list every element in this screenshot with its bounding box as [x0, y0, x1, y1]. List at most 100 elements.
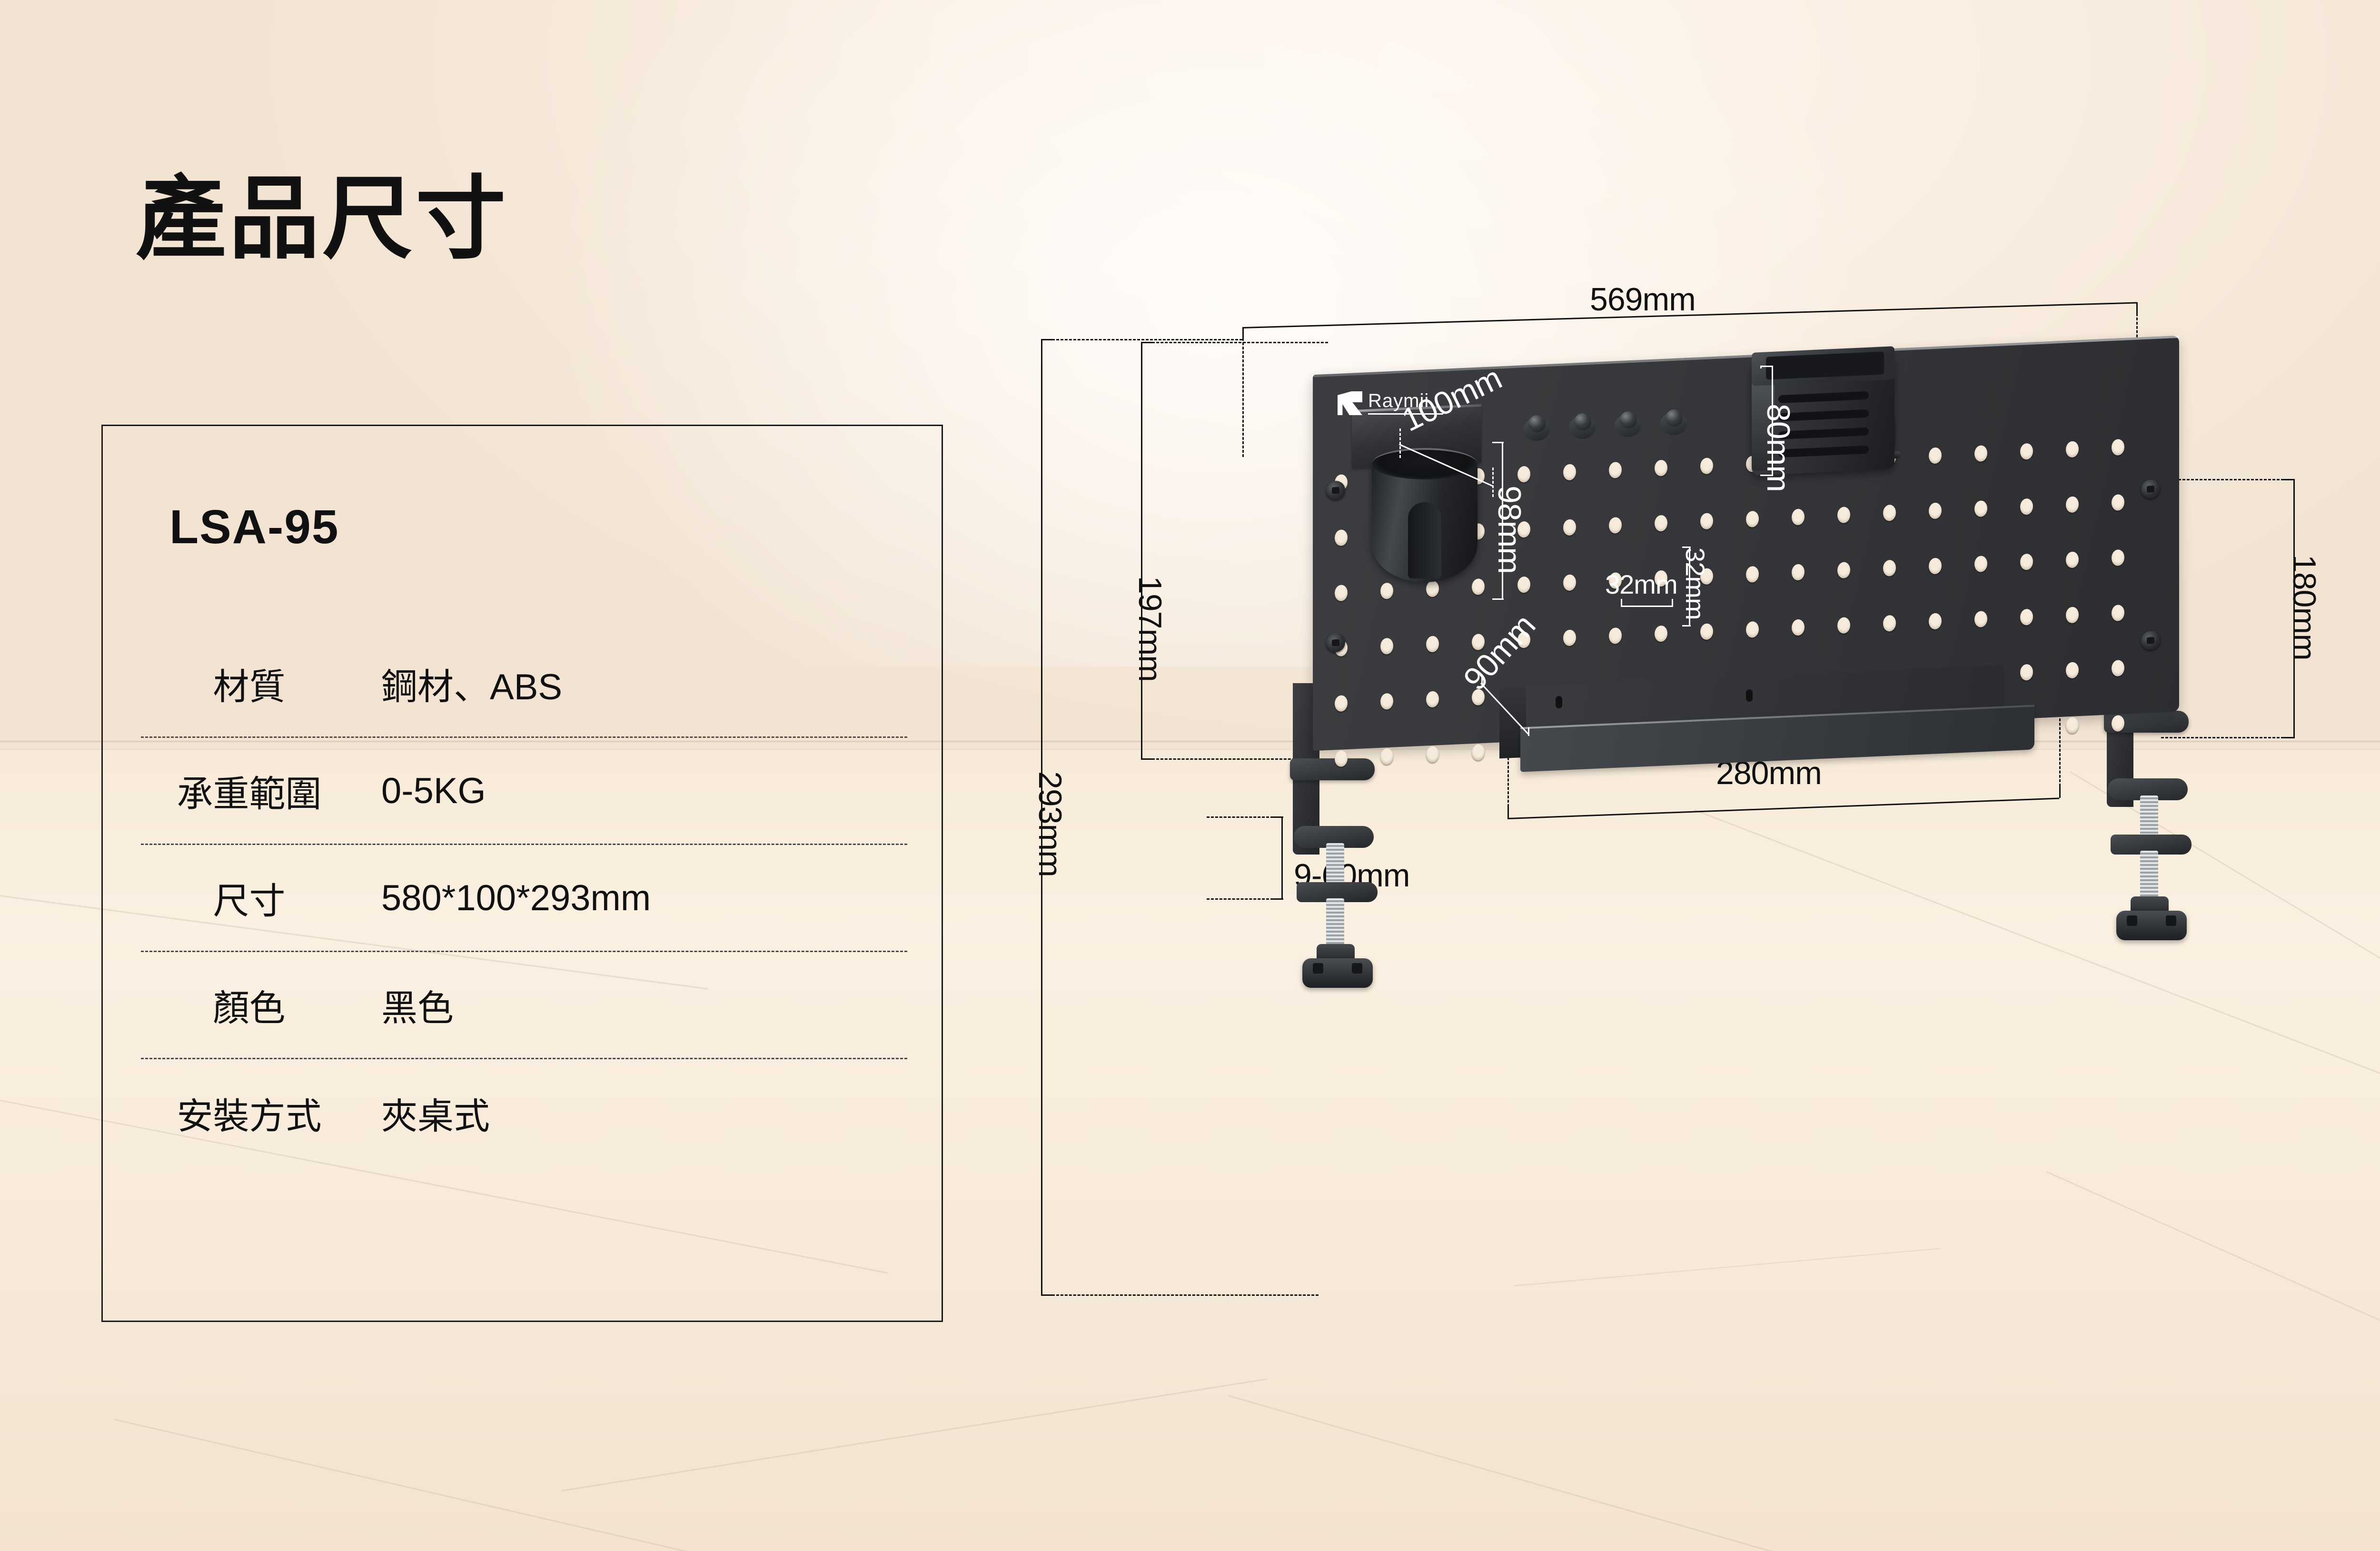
dimension-tick: [1481, 676, 1483, 685]
pegboard-hole: [1472, 744, 1485, 761]
pegboard-hole: [1929, 613, 1942, 630]
pegboard-hole: [1974, 610, 1987, 628]
product-dimension-diagram: 569mm 90mm Ø12.5mm 25mm 90mm 293mm 197mm…: [1023, 281, 2380, 1357]
extension-line: [1242, 338, 1244, 457]
pegboard-hole: [1655, 625, 1667, 642]
spec-value-size: 580*100*293mm: [381, 877, 651, 918]
extension-line: [1052, 339, 1242, 340]
table-row: 尺寸 580*100*293mm: [141, 845, 907, 952]
pegboard-hole: [1792, 508, 1805, 526]
extension-line: [2059, 714, 2061, 786]
dimension-tick: [1672, 599, 1673, 606]
pegboard-hole: [1517, 466, 1530, 483]
pegboard-hole: [1974, 555, 1987, 573]
dimension-label-cup-height: 98mm: [1491, 486, 1527, 574]
pegboard-hole: [1929, 557, 1942, 575]
pegboard-hole: [2112, 438, 2124, 456]
dimension-tick: [1507, 805, 1509, 818]
dimension-tick: [1041, 1294, 1053, 1296]
extension-line: [1492, 467, 1494, 497]
pegboard-hole: [2020, 608, 2033, 626]
peg-knob: [1660, 409, 1687, 436]
cup-holder-rim: [1372, 448, 1478, 479]
pegboard-hole: [1426, 691, 1439, 708]
wall-floor-edge-line: [0, 741, 2380, 743]
pegboard-hole: [2112, 494, 2124, 511]
dimension-tick: [1271, 816, 1283, 818]
pegboard-hole: [1700, 623, 1713, 640]
pegboard-hole: [1426, 636, 1439, 653]
extension-line: [2161, 737, 2284, 738]
floor-surface: [0, 750, 2380, 1551]
pegboard-hole: [1563, 629, 1576, 646]
pegboard-hole: [2066, 441, 2079, 458]
pegboard-hole: [1974, 500, 1987, 517]
dimension-tick: [1041, 339, 1053, 340]
dimension-tick: [1141, 758, 1153, 760]
pegboard-hole: [1746, 566, 1759, 583]
clamp-top-pad: [1290, 758, 1375, 780]
dimension-line-basket-depth: [1772, 366, 1773, 476]
pegboard-hole: [1837, 617, 1850, 634]
extension-line: [1399, 428, 1401, 458]
pegboard-hole: [1335, 695, 1348, 712]
dimension-tick: [1242, 327, 1244, 339]
dimension-label-basket-depth: 80mm: [1760, 404, 1796, 492]
pegboard-hole: [1380, 693, 1393, 710]
extension-line: [2161, 479, 2284, 480]
pegboard-hole: [2112, 604, 2124, 622]
pegboard-hole: [2066, 496, 2079, 513]
dimension-line-basket-height: [2293, 479, 2295, 738]
pegboard-hole: [2112, 549, 2124, 567]
dimension-tick: [1682, 625, 1691, 626]
pegboard-hole: [1563, 574, 1576, 591]
pegboard-hole: [1609, 627, 1622, 645]
pegboard-hole: [1746, 510, 1759, 527]
pegboard-hole: [1380, 748, 1393, 765]
page-title: 產品尺寸: [136, 169, 509, 269]
pegboard-hole: [1700, 513, 1713, 530]
spec-key-mounting: 安裝方式: [177, 1096, 322, 1137]
clamp-screw-lower: [2140, 851, 2158, 903]
pegboard-hole: [1883, 615, 1896, 632]
dimension-tick: [1760, 366, 1773, 367]
dimension-tick: [2136, 302, 2138, 315]
table-row: 安裝方式 夾桌式: [141, 1059, 907, 1166]
pegboard-hole: [1563, 464, 1576, 481]
brand-logo-underline: [1368, 413, 1443, 415]
dimension-tick: [1492, 442, 1504, 443]
pegboard-hole: [1883, 504, 1896, 521]
pegboard-hole: [1563, 519, 1576, 536]
spec-value-load-range: 0-5KG: [381, 770, 486, 811]
pegboard-hole: [1609, 517, 1622, 534]
brand-logo: Raymii: [1338, 389, 1461, 419]
spec-key-color: 顏色: [213, 988, 286, 1029]
dimension-label-hole-pitch-horizontal: 32mm: [1605, 569, 1678, 599]
dimension-tick: [1271, 898, 1283, 900]
table-row: 承重範圍 0-5KG: [141, 738, 907, 845]
pegboard-hole: [2020, 553, 2033, 570]
dimension-line-overall-height: [1041, 339, 1042, 1296]
pegboard-hole: [2020, 443, 2033, 460]
dimension-label-overall-width: 569mm: [1590, 281, 1696, 318]
pegboard-hole: [2066, 662, 2079, 679]
dimension-line-board-height: [1141, 342, 1142, 760]
clamp-screw-lower: [1326, 898, 1344, 951]
pegboard-hole: [1929, 447, 1942, 464]
clamp-screw-upper: [2140, 795, 2158, 837]
pegboard-hole: [1929, 502, 1942, 519]
dimension-line-cup-height: [1502, 442, 1503, 600]
pegboard-hole: [1426, 746, 1439, 763]
specification-table: 材質 鋼材、ABS 承重範圍 0-5KG 尺寸 580*100*293mm 顏色…: [141, 631, 907, 1166]
tray-keyhole: [1746, 689, 1753, 702]
dimension-line-hole-pitch-h: [1621, 606, 1673, 607]
cup-holder-slot: [1408, 502, 1441, 578]
brand-name-text: Raymii: [1368, 390, 1429, 411]
raymii-r-logo-icon: [1338, 391, 1362, 415]
pegboard-hole: [1837, 562, 1850, 579]
pegboard-hole: [1380, 637, 1393, 655]
extension-line: [1207, 816, 1273, 818]
dimension-tick: [2282, 479, 2295, 480]
pegboard-hole: [1335, 585, 1348, 602]
clamp-screw-upper: [1326, 843, 1344, 885]
